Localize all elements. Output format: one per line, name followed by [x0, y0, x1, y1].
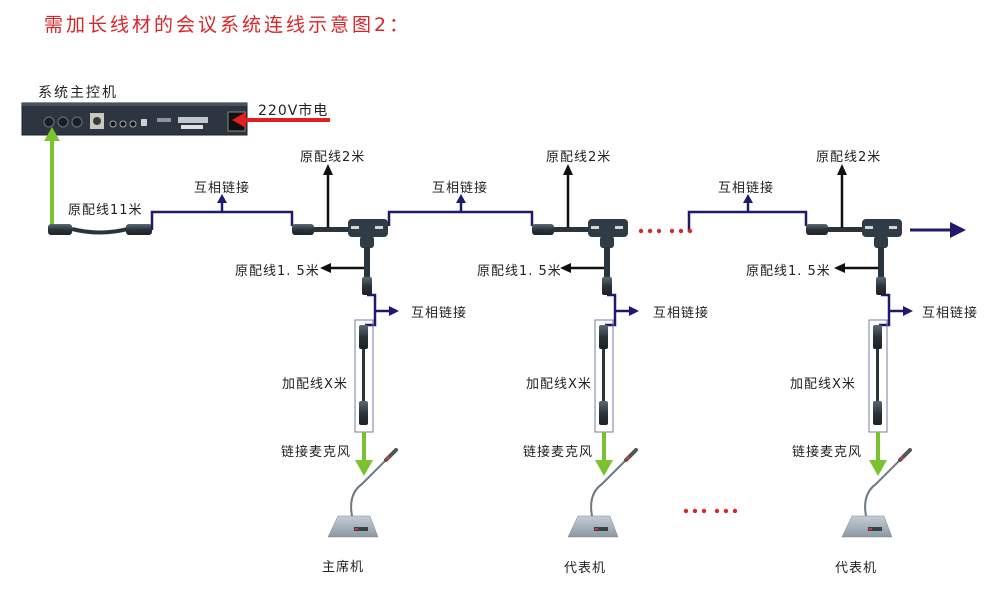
microphone-icon — [841, 448, 912, 538]
microphone-gooseneck — [864, 455, 905, 517]
unit-name-chairman: 主席机 — [322, 560, 365, 575]
conference-unit-branch — [806, 164, 913, 538]
conference-unit-branch — [532, 164, 639, 538]
microphone-icon — [567, 448, 638, 538]
interlink-label: 互相链接 — [411, 306, 468, 321]
port-icon — [43, 116, 55, 128]
interlink-label: 互相链接 — [432, 181, 489, 196]
extension-cable-label: 加配线X米 — [282, 377, 348, 392]
cable-segment — [364, 247, 370, 277]
cable-2m-label: 原配线2米 — [816, 150, 882, 165]
cable-segment — [876, 349, 879, 401]
power-label: 220V市电 — [258, 103, 329, 119]
ellipsis-dots-bottom — [683, 508, 738, 514]
conference-unit-branch — [292, 164, 399, 538]
cable-segment — [602, 349, 605, 401]
cable-2m-label: 原配线2米 — [546, 150, 612, 165]
microphone-gooseneck — [350, 455, 391, 517]
interlink-label: 互相链接 — [718, 181, 775, 196]
link-mic-label: 链接麦克风 — [523, 445, 594, 460]
cable-segment — [828, 227, 864, 232]
cable-connector — [359, 325, 368, 349]
cable-connector — [873, 401, 882, 425]
cable-connector — [362, 277, 372, 295]
main-cable-label: 原配线11米 — [68, 203, 143, 218]
cable-1-5m-label: 原配线1. 5米 — [477, 264, 562, 279]
microphone-base — [327, 515, 379, 538]
cable-connector — [599, 325, 608, 349]
t-splitter — [348, 219, 388, 237]
main-cable — [48, 224, 152, 235]
interlink-line — [387, 210, 534, 226]
t-splitter — [588, 219, 628, 237]
cable-connector — [532, 224, 554, 235]
cable-connector — [873, 325, 882, 349]
ellipsis-dots-top — [638, 228, 693, 234]
cable-connector — [599, 401, 608, 425]
interlink-label: 互相链接 — [653, 306, 710, 321]
diagram-title: 需加长线材的会议系统连线示意图2： — [44, 14, 412, 36]
cable-segment — [554, 227, 590, 232]
interlink-label: 互相链接 — [922, 306, 979, 321]
link-mic-label: 链接麦克风 — [792, 445, 863, 460]
interlink-line — [687, 210, 808, 232]
cable-connector — [602, 277, 612, 295]
db-port-icon — [178, 117, 208, 123]
port-icon — [71, 116, 83, 128]
microphone-gooseneck — [590, 455, 631, 517]
host-controller — [21, 102, 248, 136]
unit-name-delegate: 代表机 — [564, 561, 607, 576]
power-arrow-head — [232, 112, 246, 128]
cable-segment — [604, 247, 610, 277]
microphone-base — [841, 515, 893, 538]
link-mic-label: 链接麦克风 — [281, 445, 352, 460]
cable-segment — [362, 349, 365, 401]
unit-name-delegate: 代表机 — [835, 561, 878, 576]
cable-connector — [876, 277, 886, 295]
cable-connector — [292, 224, 314, 235]
cable-segment — [314, 227, 350, 232]
cable-connector — [359, 401, 368, 425]
cable-1-5m-label: 原配线1. 5米 — [235, 264, 320, 279]
interlink-line — [150, 210, 294, 230]
host-label: 系统主控机 — [38, 85, 118, 101]
cable-1-5m-label: 原配线1. 5米 — [746, 264, 831, 279]
interlink-label: 互相链接 — [194, 181, 251, 196]
cable-segment — [878, 247, 884, 277]
extension-cable-label: 加配线X米 — [526, 377, 592, 392]
port-icon — [57, 116, 69, 128]
extension-cable-label: 加配线X米 — [790, 377, 856, 392]
cable-2m-label: 原配线2米 — [300, 150, 366, 165]
microphone-icon — [327, 448, 398, 538]
cable-connector — [806, 224, 828, 235]
microphone-base — [567, 515, 619, 538]
t-splitter — [862, 219, 902, 237]
